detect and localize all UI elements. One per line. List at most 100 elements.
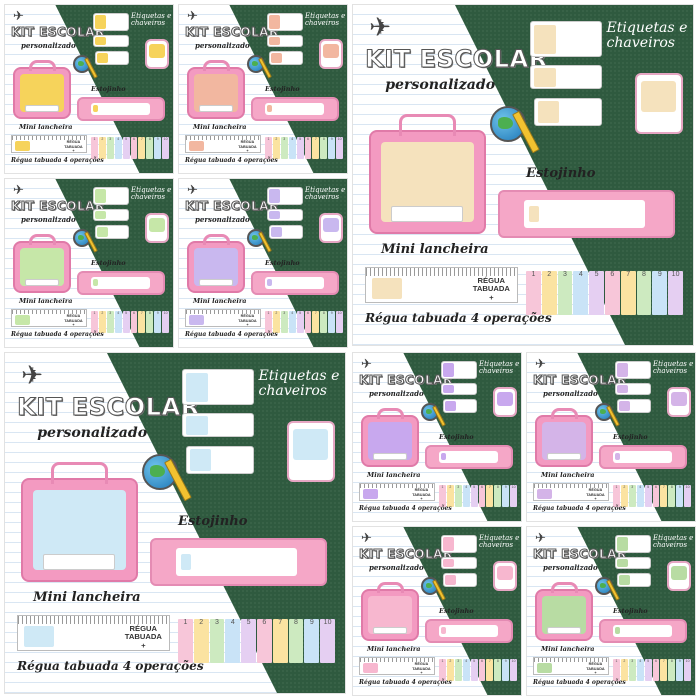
lunchbox-handle: [550, 408, 578, 419]
tabuada-number: 9: [657, 270, 662, 278]
cactus-icon: [617, 537, 629, 551]
tabuada-number: 8: [322, 137, 325, 141]
tabuada-number: 3: [109, 311, 112, 315]
keychain-tag: [667, 561, 691, 591]
tabuada-number: 3: [283, 311, 286, 315]
etiquetas-label-line2: chaveiros: [653, 541, 688, 550]
lunchbox-name-field: [43, 554, 116, 571]
tabuada-column: 3: [106, 137, 114, 159]
tabuada-number: 8: [496, 659, 499, 663]
name-sticker: [441, 361, 477, 379]
ruler-text-line1: RÉGUA: [588, 488, 603, 493]
mini-lunchbox: [535, 408, 593, 467]
ruler-ticks: [366, 267, 517, 276]
name-sticker: [182, 413, 255, 438]
jesus-child-icon: [14, 314, 30, 325]
personalizado-subtitle: personalizado: [195, 41, 250, 50]
tabuada-column: 4: [462, 485, 470, 507]
regua-tabuada-label: Régua tabuada 4 operações: [359, 679, 452, 686]
regua-tabuada-label: Régua tabuada 4 operações: [533, 505, 626, 512]
tabuada-column: 2: [620, 485, 628, 507]
ruler-text-line1: RÉGUA: [414, 488, 429, 493]
tabuada-column: 7: [660, 659, 668, 681]
name-sticker: [93, 209, 129, 221]
ruler-ticks: [186, 310, 260, 314]
tabuada-number: 2: [547, 270, 552, 278]
mini-lunchbox: [535, 582, 593, 641]
tabuada-column: 10: [320, 618, 335, 663]
tabuada-column: 5: [122, 137, 130, 159]
pencil-case-label: [176, 548, 298, 576]
keychain-tag: [319, 39, 343, 69]
mini-lancheira-label: Mini lancheira: [541, 471, 595, 479]
name-sticker: [617, 573, 651, 587]
mini-lunchbox: [21, 461, 138, 583]
cactus-icon: [615, 627, 620, 635]
pencil-case-label: [90, 276, 150, 289]
tabuada-column: 3: [209, 618, 225, 663]
tabuada-column: 9: [652, 270, 668, 315]
lunchbox-handle: [202, 60, 230, 71]
mini-lancheira-label: Mini lancheira: [381, 242, 489, 258]
tabuada-number: 4: [578, 270, 583, 278]
name-sticker: [615, 383, 651, 395]
pencil-case-label: [264, 276, 324, 289]
paper-plane-icon: ✈: [361, 531, 372, 546]
tabuada-number: 4: [291, 137, 294, 141]
lunchbox-handle: [28, 234, 56, 245]
tabuada-column: 2: [98, 137, 106, 159]
tabuada-number: 6: [133, 311, 135, 315]
tabuada-column: 1: [439, 485, 446, 507]
kit-escolar-title: KIT ESCOLAR: [11, 199, 105, 214]
cactus-icon: [536, 662, 552, 673]
tabuada-column: 3: [454, 485, 462, 507]
personalizado-subtitle: personalizado: [37, 425, 148, 442]
tabuada-column: 10: [162, 137, 170, 159]
ruler-plus: +: [594, 496, 597, 501]
mini-lunchbox: [361, 408, 419, 467]
tabuada-number: 9: [330, 311, 333, 315]
name-sticker: [269, 225, 303, 239]
tabuada-number: 9: [504, 485, 507, 489]
pencil-case: [599, 619, 687, 643]
tabuada-number: 5: [299, 137, 302, 141]
tabuada-number: 1: [267, 311, 270, 315]
mini-lancheira-label: Mini lancheira: [367, 645, 421, 653]
mini-lunchbox: [187, 234, 245, 293]
tabuada-number: 8: [294, 618, 298, 626]
tabuada-column: 9: [676, 485, 684, 507]
regua-tabuada-label: Régua tabuada 4 operações: [359, 505, 452, 512]
tabuada-number: 3: [283, 137, 286, 141]
tabuada-column: 3: [628, 485, 636, 507]
kit-escolar-title: KIT ESCOLAR: [185, 199, 279, 214]
etiquetas-label-line1: Etiquetas e: [131, 12, 172, 20]
ruler-ticks: [534, 484, 608, 488]
tabuada-column: 1: [613, 485, 620, 507]
purple-bear-icon: [617, 384, 629, 394]
estojinho-label: Estojinho: [265, 85, 300, 93]
unicorn-icon: [269, 189, 281, 203]
tabuada-column: 8: [668, 659, 676, 681]
ruler-text-line2: TABUADA: [238, 318, 257, 323]
ruler-ticks: [360, 484, 434, 488]
tabuada-column: 4: [288, 137, 296, 159]
tabuada-column: 10: [162, 311, 170, 333]
ruler-plus: +: [594, 670, 597, 675]
tabuada-number: 3: [109, 137, 112, 141]
tabuada-column: 1: [91, 137, 98, 159]
tabuada-column: 8: [146, 311, 154, 333]
globe-land: [77, 61, 85, 67]
tabuada-number: 10: [163, 137, 168, 141]
daisy-icon: [441, 627, 446, 635]
tabuada-number: 10: [337, 311, 342, 315]
name-sticker: [93, 187, 129, 205]
